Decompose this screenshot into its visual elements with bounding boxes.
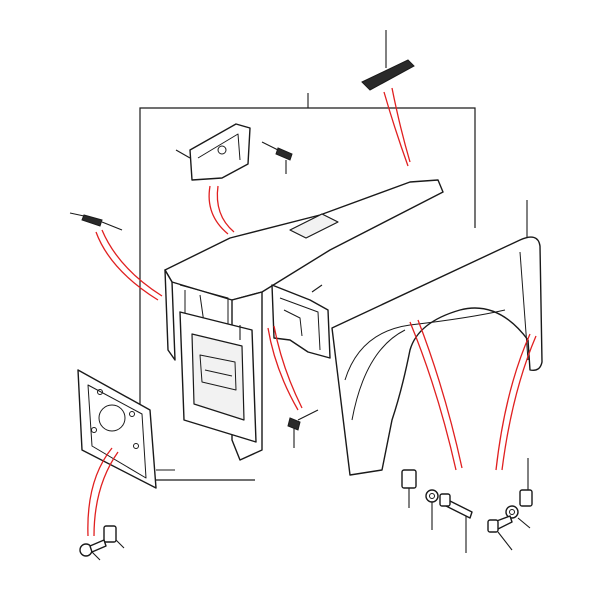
callout-lines [87, 87, 537, 537]
clip-nuts[interactable] [103, 458, 533, 549]
front-wing-outer-panel[interactable] [331, 200, 543, 476]
top-rail-strip[interactable] [361, 30, 415, 91]
rivet-fixings[interactable] [69, 141, 319, 448]
headlamp-panel-gasket[interactable] [77, 369, 175, 489]
screw-and-washer-fixings[interactable] [79, 489, 531, 561]
assembly-frame [139, 93, 476, 481]
upper-bracket[interactable] [175, 123, 251, 181]
inner-side-bracket[interactable] [271, 284, 331, 359]
headlamp-mounting-panel[interactable] [179, 311, 257, 443]
